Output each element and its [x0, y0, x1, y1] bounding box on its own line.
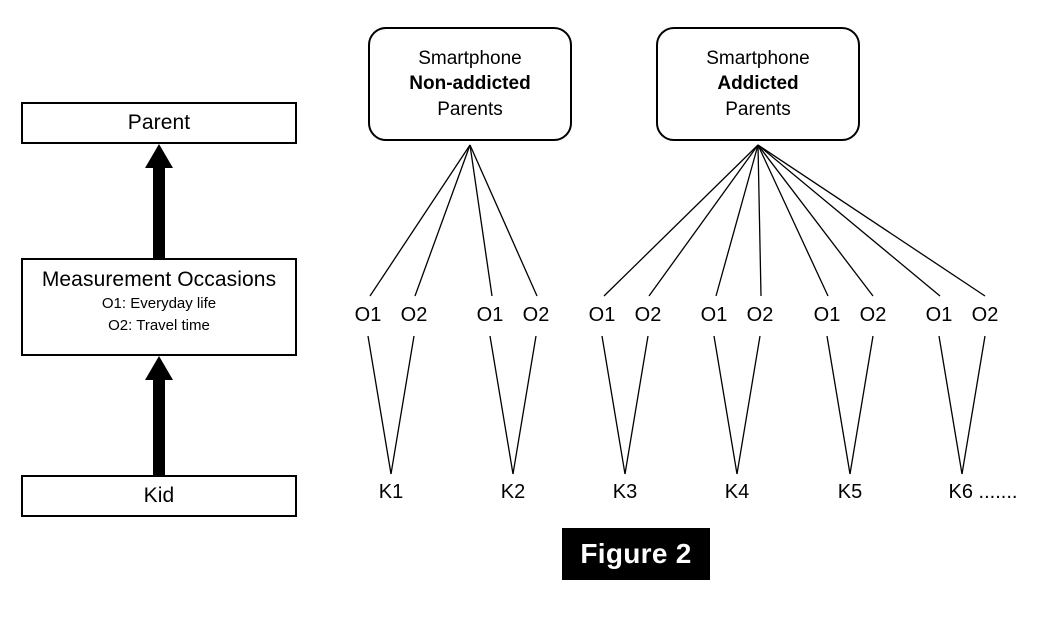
occasion-label: O2	[859, 304, 887, 326]
group-nonaddicted-line-2: Non-addicted	[409, 73, 531, 95]
kid-label: K3	[612, 481, 638, 503]
kid-label: K2	[500, 481, 526, 503]
group-nonaddicted-line-3: Parents	[437, 98, 503, 120]
occasion-label: O1	[813, 304, 841, 326]
occasion-label: O1	[588, 304, 616, 326]
occasion-label: O1	[354, 304, 382, 326]
group-node-addicted-parents: Smartphone Addicted Parents	[656, 27, 860, 141]
kid-label: K4	[724, 481, 750, 503]
kid-label: K1	[378, 481, 404, 503]
occasion-label: O2	[634, 304, 662, 326]
legend-occasions-line-1: O1: Everyday life	[101, 295, 217, 313]
arrow-occasions-to-parent	[139, 144, 179, 259]
arrow-kid-to-occasions	[139, 356, 179, 476]
group-nonaddicted-line-1: Smartphone	[418, 48, 522, 70]
group-addicted-line-2: Addicted	[717, 73, 799, 95]
legend-box-kid: Kid	[21, 475, 297, 517]
occasion-label: O1	[476, 304, 504, 326]
legend-box-measurement-occasions: Measurement Occasions O1: Everyday life …	[21, 258, 297, 356]
figure-caption-badge: Figure 2	[562, 528, 710, 580]
legend-kid-title: Kid	[143, 483, 175, 507]
occasion-label: O2	[746, 304, 774, 326]
occasion-label: O1	[925, 304, 953, 326]
kid-label: K5	[837, 481, 863, 503]
legend-parent-title: Parent	[127, 110, 191, 134]
legend-occasions-line-2: O2: Travel time	[108, 317, 210, 334]
kid-label: K6 .......	[948, 481, 1018, 503]
legend-box-parent: Parent	[21, 102, 297, 144]
legend-occasions-title: Measurement Occasions	[41, 268, 277, 291]
occasion-label: O2	[522, 304, 550, 326]
occasion-label: O2	[971, 304, 999, 326]
group-addicted-line-3: Parents	[725, 98, 791, 120]
group-addicted-line-1: Smartphone	[706, 48, 810, 70]
group-node-non-addicted-parents: Smartphone Non-addicted Parents	[368, 27, 572, 141]
occasion-label: O2	[400, 304, 428, 326]
occasion-label: O1	[700, 304, 728, 326]
